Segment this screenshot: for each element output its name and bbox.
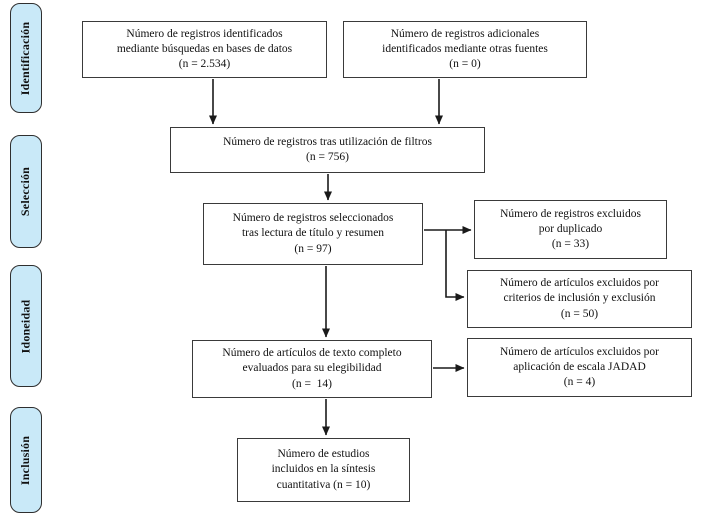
box-excluded-jadad: Número de artículos excluidos por aplica… xyxy=(467,338,692,397)
box-additional-sources: Número de registros adicionales identifi… xyxy=(343,21,587,78)
arrow-selected-to-criteria xyxy=(445,230,465,301)
box-text-line: Número de registros adicionales xyxy=(390,27,540,40)
box-count: (n = 14) xyxy=(291,377,333,390)
box-count: (n = 756) xyxy=(306,151,349,163)
box-count: (n = 97) xyxy=(294,242,332,255)
box-count: (n = 50) xyxy=(560,307,599,320)
box-text-line: por duplicado xyxy=(538,222,603,235)
box-included-quantitative: Número de estudios incluidos en la sínte… xyxy=(237,438,410,502)
box-after-filters: Número de registros tras utilización de … xyxy=(170,127,485,173)
stage-label-text: Selección xyxy=(18,166,33,217)
box-count: cuantitativa (n = 10) xyxy=(276,478,371,491)
stage-label-inclusion: Inclusión xyxy=(10,407,42,513)
box-text-line: identificados mediante otras fuentes xyxy=(382,42,548,55)
box-text-line: aplicación de escala JADAD xyxy=(513,360,646,373)
box-excluded-criteria: Número de artículos excluidos por criter… xyxy=(467,270,692,328)
box-text-line: Número de artículos de texto completo xyxy=(222,347,402,360)
stage-label-identificacion: Identificación xyxy=(10,3,42,113)
box-count: (n = 0) xyxy=(449,58,481,71)
box-count: (n = 2.534) xyxy=(178,58,231,71)
box-count: (n = 33) xyxy=(551,238,590,251)
box-selected-title-abstract: Número de registros seleccionados tras l… xyxy=(203,203,423,265)
stage-label-seleccion: Selección xyxy=(10,135,42,248)
box-text-line: Número de artículos excluidos por xyxy=(499,345,660,358)
box-text-line: criterios de inclusión y exclusión xyxy=(503,292,656,305)
box-identified-databases: Número de registros identificados median… xyxy=(82,21,327,78)
box-count: (n = 4) xyxy=(563,376,596,389)
box-fulltext-assessed: Número de artículos de texto completo ev… xyxy=(192,340,432,398)
box-text-line: tras lectura de título y resumen xyxy=(241,227,385,240)
box-text-line: Número de registros seleccionados xyxy=(232,212,394,225)
box-text-line: mediante búsquedas en bases de datos xyxy=(116,42,293,55)
stage-label-text: Inclusión xyxy=(18,435,33,485)
box-text-line: Número de estudios xyxy=(277,448,370,461)
stage-label-idoneidad: Idoneidad xyxy=(10,265,42,387)
box-text-line: evaluados para su elegibilidad xyxy=(242,362,382,375)
box-text-line: Número de artículos excluidos por xyxy=(499,277,660,290)
box-text-line: Número de registros identificados xyxy=(126,27,283,40)
box-text-line: Número de registros tras utilización de … xyxy=(223,135,432,148)
stage-label-text: Identificación xyxy=(18,21,33,95)
stage-label-text: Idoneidad xyxy=(18,299,33,353)
box-text-line: Número de registros excluidos xyxy=(500,207,641,220)
box-excluded-duplicates: Número de registros excluidos por duplic… xyxy=(474,200,667,259)
box-text-line: incluidos en la síntesis xyxy=(271,463,376,476)
